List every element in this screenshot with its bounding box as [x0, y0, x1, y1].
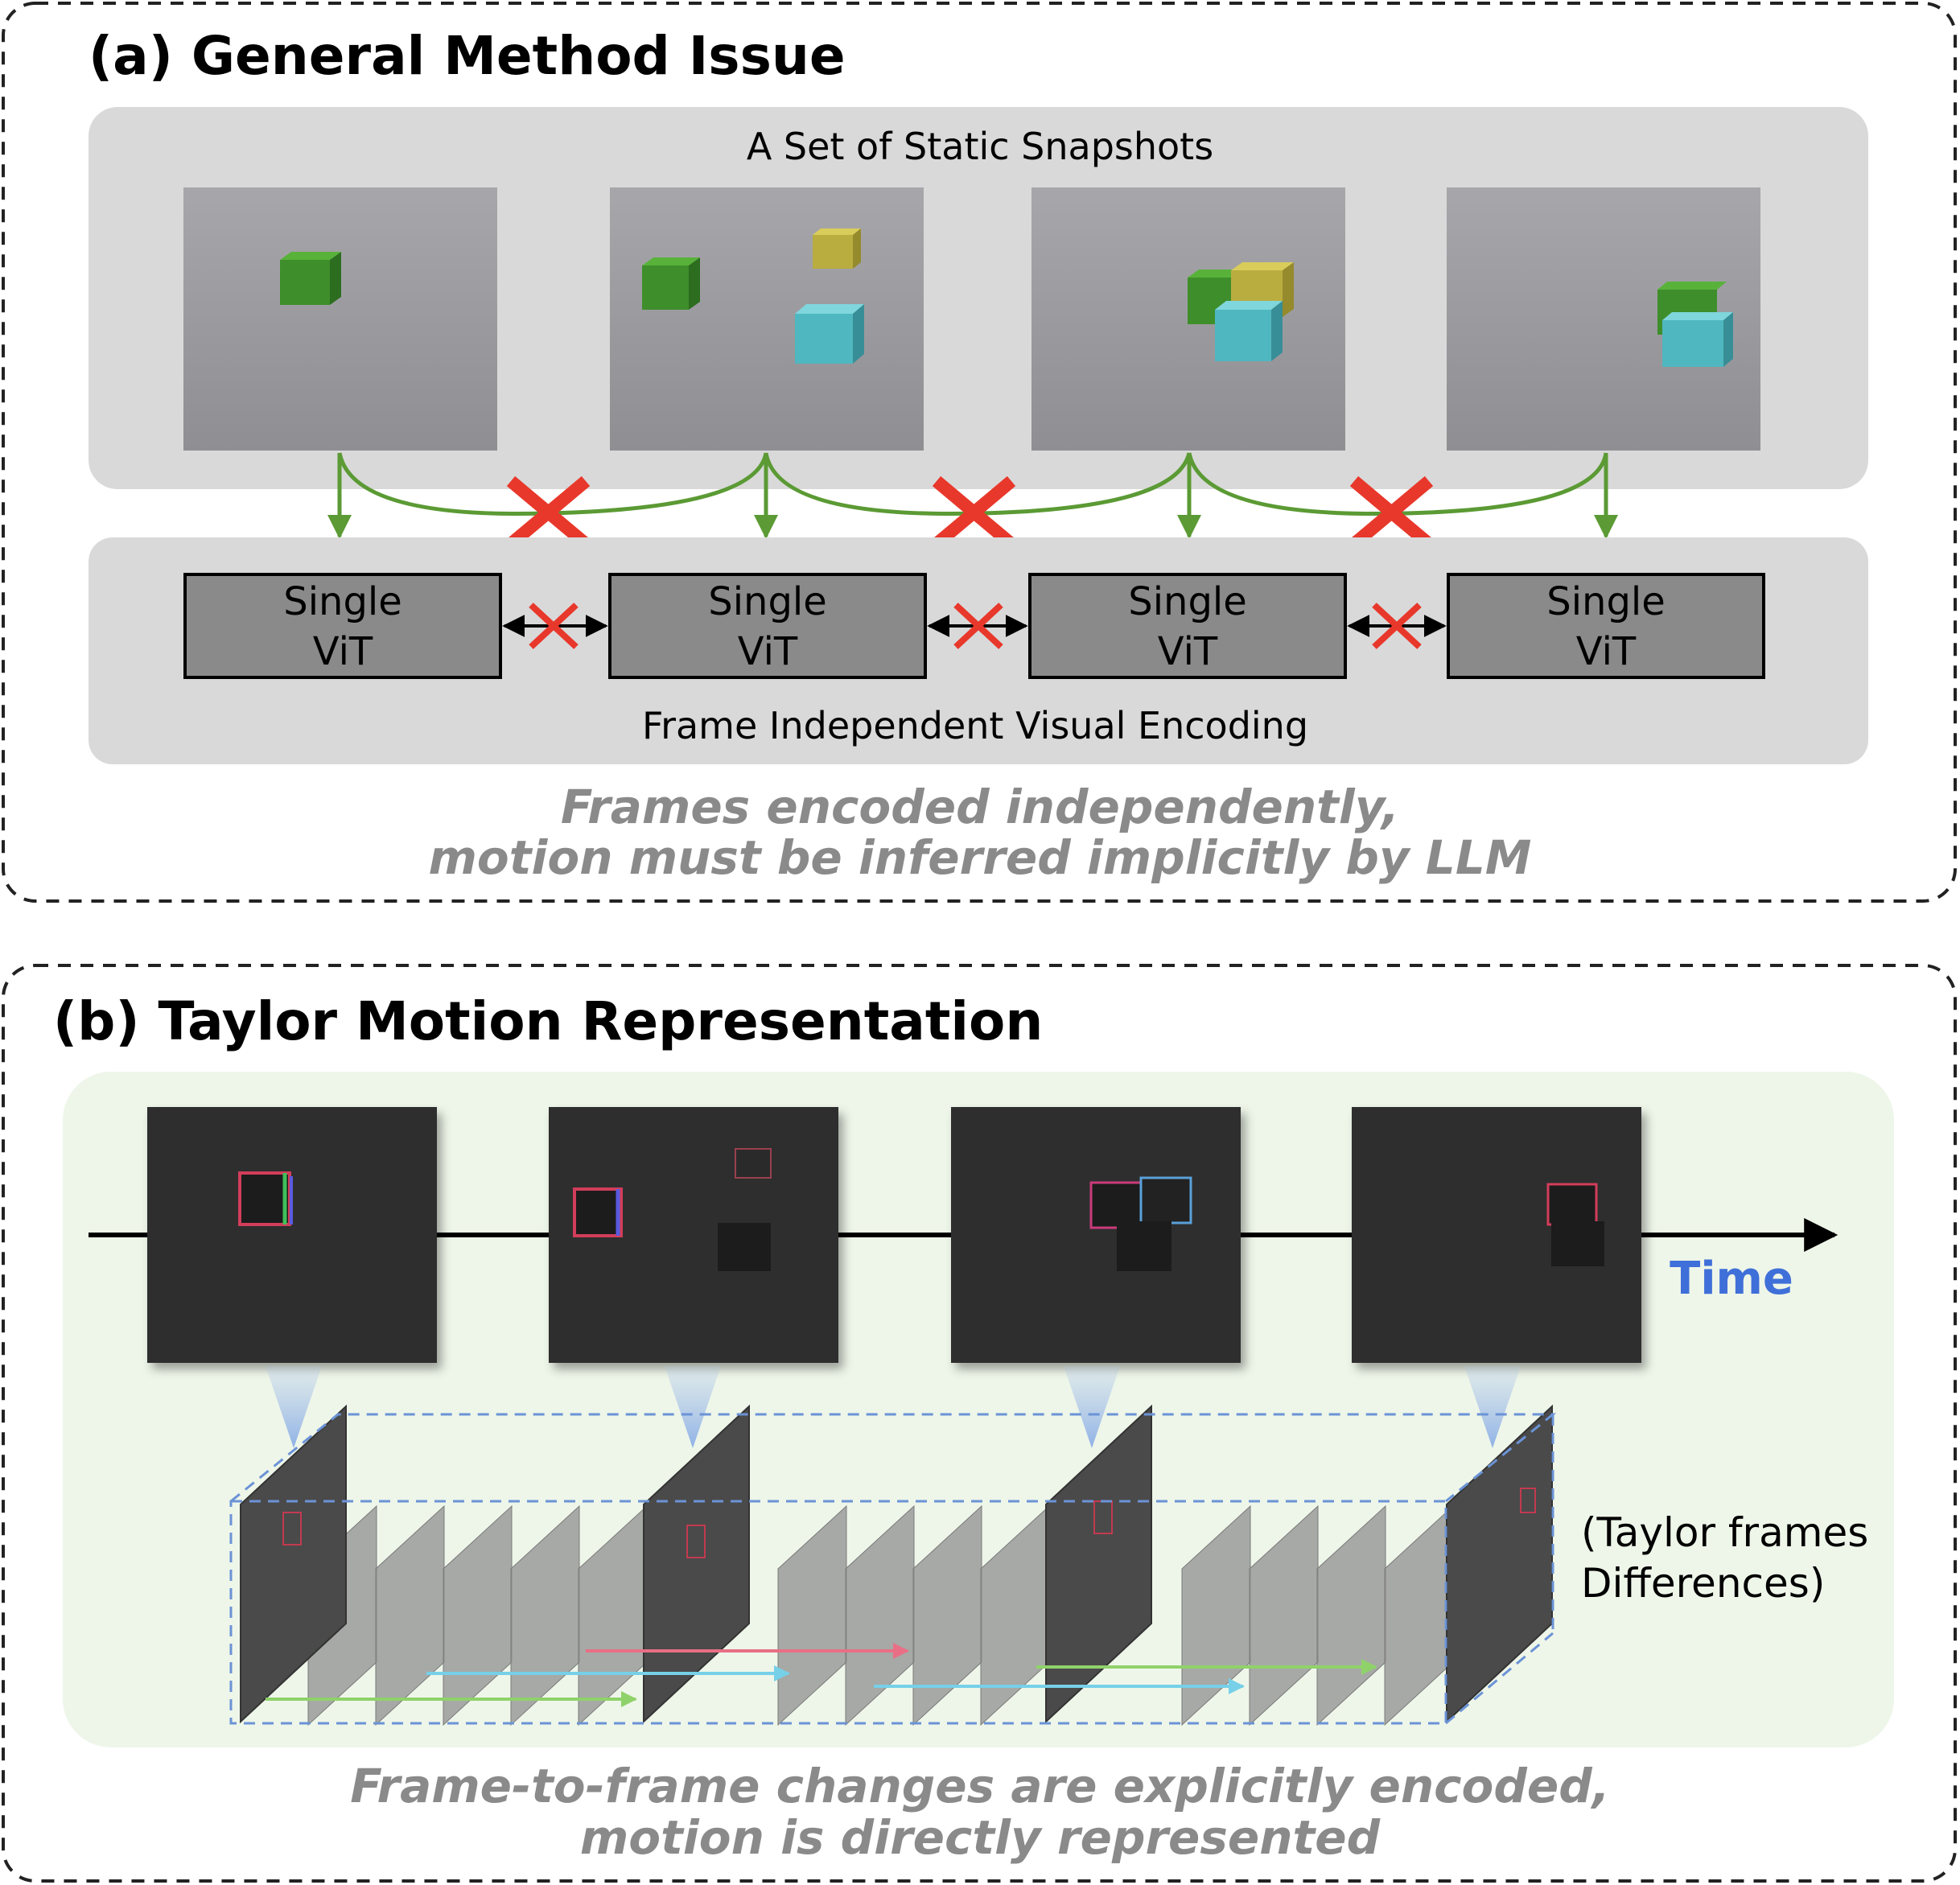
close-icon [1349, 475, 1434, 549]
cyan-cube-icon [1662, 312, 1733, 367]
encoder-box-1: Single ViT [183, 573, 502, 679]
green-cube-icon [642, 257, 700, 310]
encoder-box-2: Single ViT [608, 573, 927, 679]
taylor-side-label-line1: (Taylor frames [1581, 1509, 1868, 1556]
snapshot-1 [183, 187, 497, 451]
panel-b-title: (b) Taylor Motion Representation [53, 990, 1043, 1052]
snapshot-4 [1447, 187, 1760, 451]
panel-a-title: (a) General Method Issue [89, 25, 846, 87]
cyan-cube-icon [795, 304, 864, 364]
encoding-label: Frame Independent Visual Encoding [642, 704, 1308, 747]
panel-a-caption-line2: motion must be inferred implicitly by LL… [428, 830, 1531, 885]
time-label: Time [1670, 1253, 1793, 1305]
svg-text:Single: Single [1128, 579, 1247, 624]
green-cube-icon [280, 252, 341, 305]
encoding-background [89, 537, 1868, 764]
cyan-cube-icon [1215, 301, 1283, 361]
svg-text:Single: Single [708, 579, 827, 624]
svg-text:ViT: ViT [313, 629, 373, 674]
close-icon [506, 475, 591, 549]
close-icon [529, 603, 579, 649]
svg-text:ViT: ViT [1576, 629, 1637, 674]
snapshots-background [89, 107, 1868, 489]
snapshot-3 [1031, 187, 1345, 451]
close-icon [953, 603, 1003, 649]
encoder-box-3: Single ViT [1028, 573, 1347, 679]
panel-a-caption-line1: Frames encoded independently, [561, 780, 1399, 834]
svg-text:Single: Single [283, 579, 402, 624]
encoder-box-4: Single ViT [1447, 573, 1765, 679]
taylor-difference-stack [229, 1404, 1557, 1727]
taylor-frame-3 [951, 1107, 1241, 1363]
close-icon [1372, 603, 1422, 649]
svg-text:Single: Single [1546, 579, 1666, 624]
taylor-side-label-line2: Differences) [1581, 1560, 1825, 1607]
panel-b-caption-line2: motion is directly represented [580, 1810, 1381, 1865]
taylor-frame-4 [1352, 1107, 1641, 1363]
taylor-frame-2 [549, 1107, 838, 1363]
taylor-frame-1 [147, 1107, 437, 1363]
yellow-cube-icon [813, 228, 861, 269]
panel-a-frame [2, 2, 1957, 903]
snapshots-label: A Set of Static Snapshots [747, 125, 1213, 168]
frame-to-encoder-arrows [327, 453, 1618, 539]
panel-b-caption-line1: Frame-to-frame changes are explicitly en… [350, 1759, 1610, 1813]
snapshot-2 [610, 187, 924, 451]
close-icon [932, 475, 1016, 549]
svg-text:ViT: ViT [738, 629, 798, 674]
svg-text:ViT: ViT [1158, 629, 1218, 674]
frame-pointers [266, 1366, 1521, 1448]
